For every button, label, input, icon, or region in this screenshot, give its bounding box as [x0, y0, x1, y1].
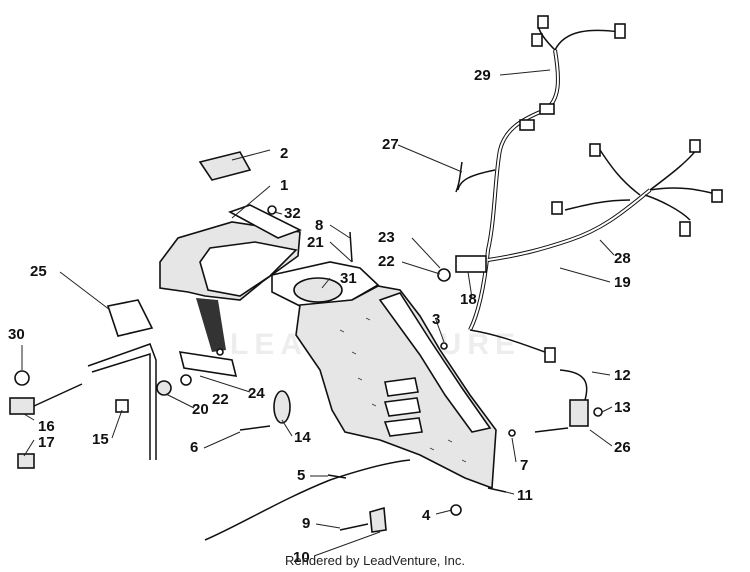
callout-5: 5: [297, 467, 305, 484]
callout-10: 10: [293, 549, 310, 566]
callout-30: 30: [8, 326, 25, 343]
callout-3: 3: [432, 311, 440, 328]
small-parts: [9, 161, 603, 541]
wiring-harness: [457, 17, 721, 353]
connectors: [519, 15, 723, 363]
callout-1: 1: [280, 177, 288, 194]
callout-27: 27: [382, 136, 399, 153]
callout-12: 12: [614, 367, 631, 384]
callout-11: 11: [517, 487, 533, 504]
oval-lens: [273, 390, 291, 424]
callout-20: 20: [192, 401, 209, 418]
decal: [198, 151, 252, 181]
credit-footer: Rendered by LeadVenture, Inc.: [285, 553, 465, 568]
callout-14: 14: [294, 429, 311, 446]
callout-2: 2: [280, 145, 288, 162]
callout-32: 32: [284, 205, 301, 222]
callouts: 1 2 3 4 5 6 7 8 9 10 11 12 13 14 15 16 1…: [8, 67, 631, 566]
callout-28: 28: [614, 250, 631, 267]
callout-29: 29: [474, 67, 491, 84]
callout-9: 9: [302, 515, 310, 532]
callout-7: 7: [520, 457, 528, 474]
callout-19: 19: [614, 274, 631, 291]
callout-21: 21: [307, 234, 324, 251]
callout-6: 6: [190, 439, 198, 456]
callout-4: 4: [422, 507, 431, 524]
callout-22a: 22: [378, 253, 395, 270]
callout-25: 25: [30, 263, 47, 280]
callout-24: 24: [248, 385, 265, 402]
callout-15: 15: [92, 431, 109, 448]
callout-31: 31: [340, 270, 357, 287]
callout-23: 23: [378, 229, 395, 246]
leader-lines: [21, 69, 615, 557]
callout-18: 18: [460, 291, 477, 308]
console-housing: [159, 204, 497, 490]
callout-26: 26: [614, 439, 631, 456]
lens-plate: [106, 299, 154, 337]
callout-8: 8: [315, 217, 323, 234]
callout-22b: 22: [212, 391, 229, 408]
callout-16: 16: [38, 418, 55, 435]
callout-13: 13: [614, 399, 631, 416]
callout-17: 17: [38, 434, 55, 451]
